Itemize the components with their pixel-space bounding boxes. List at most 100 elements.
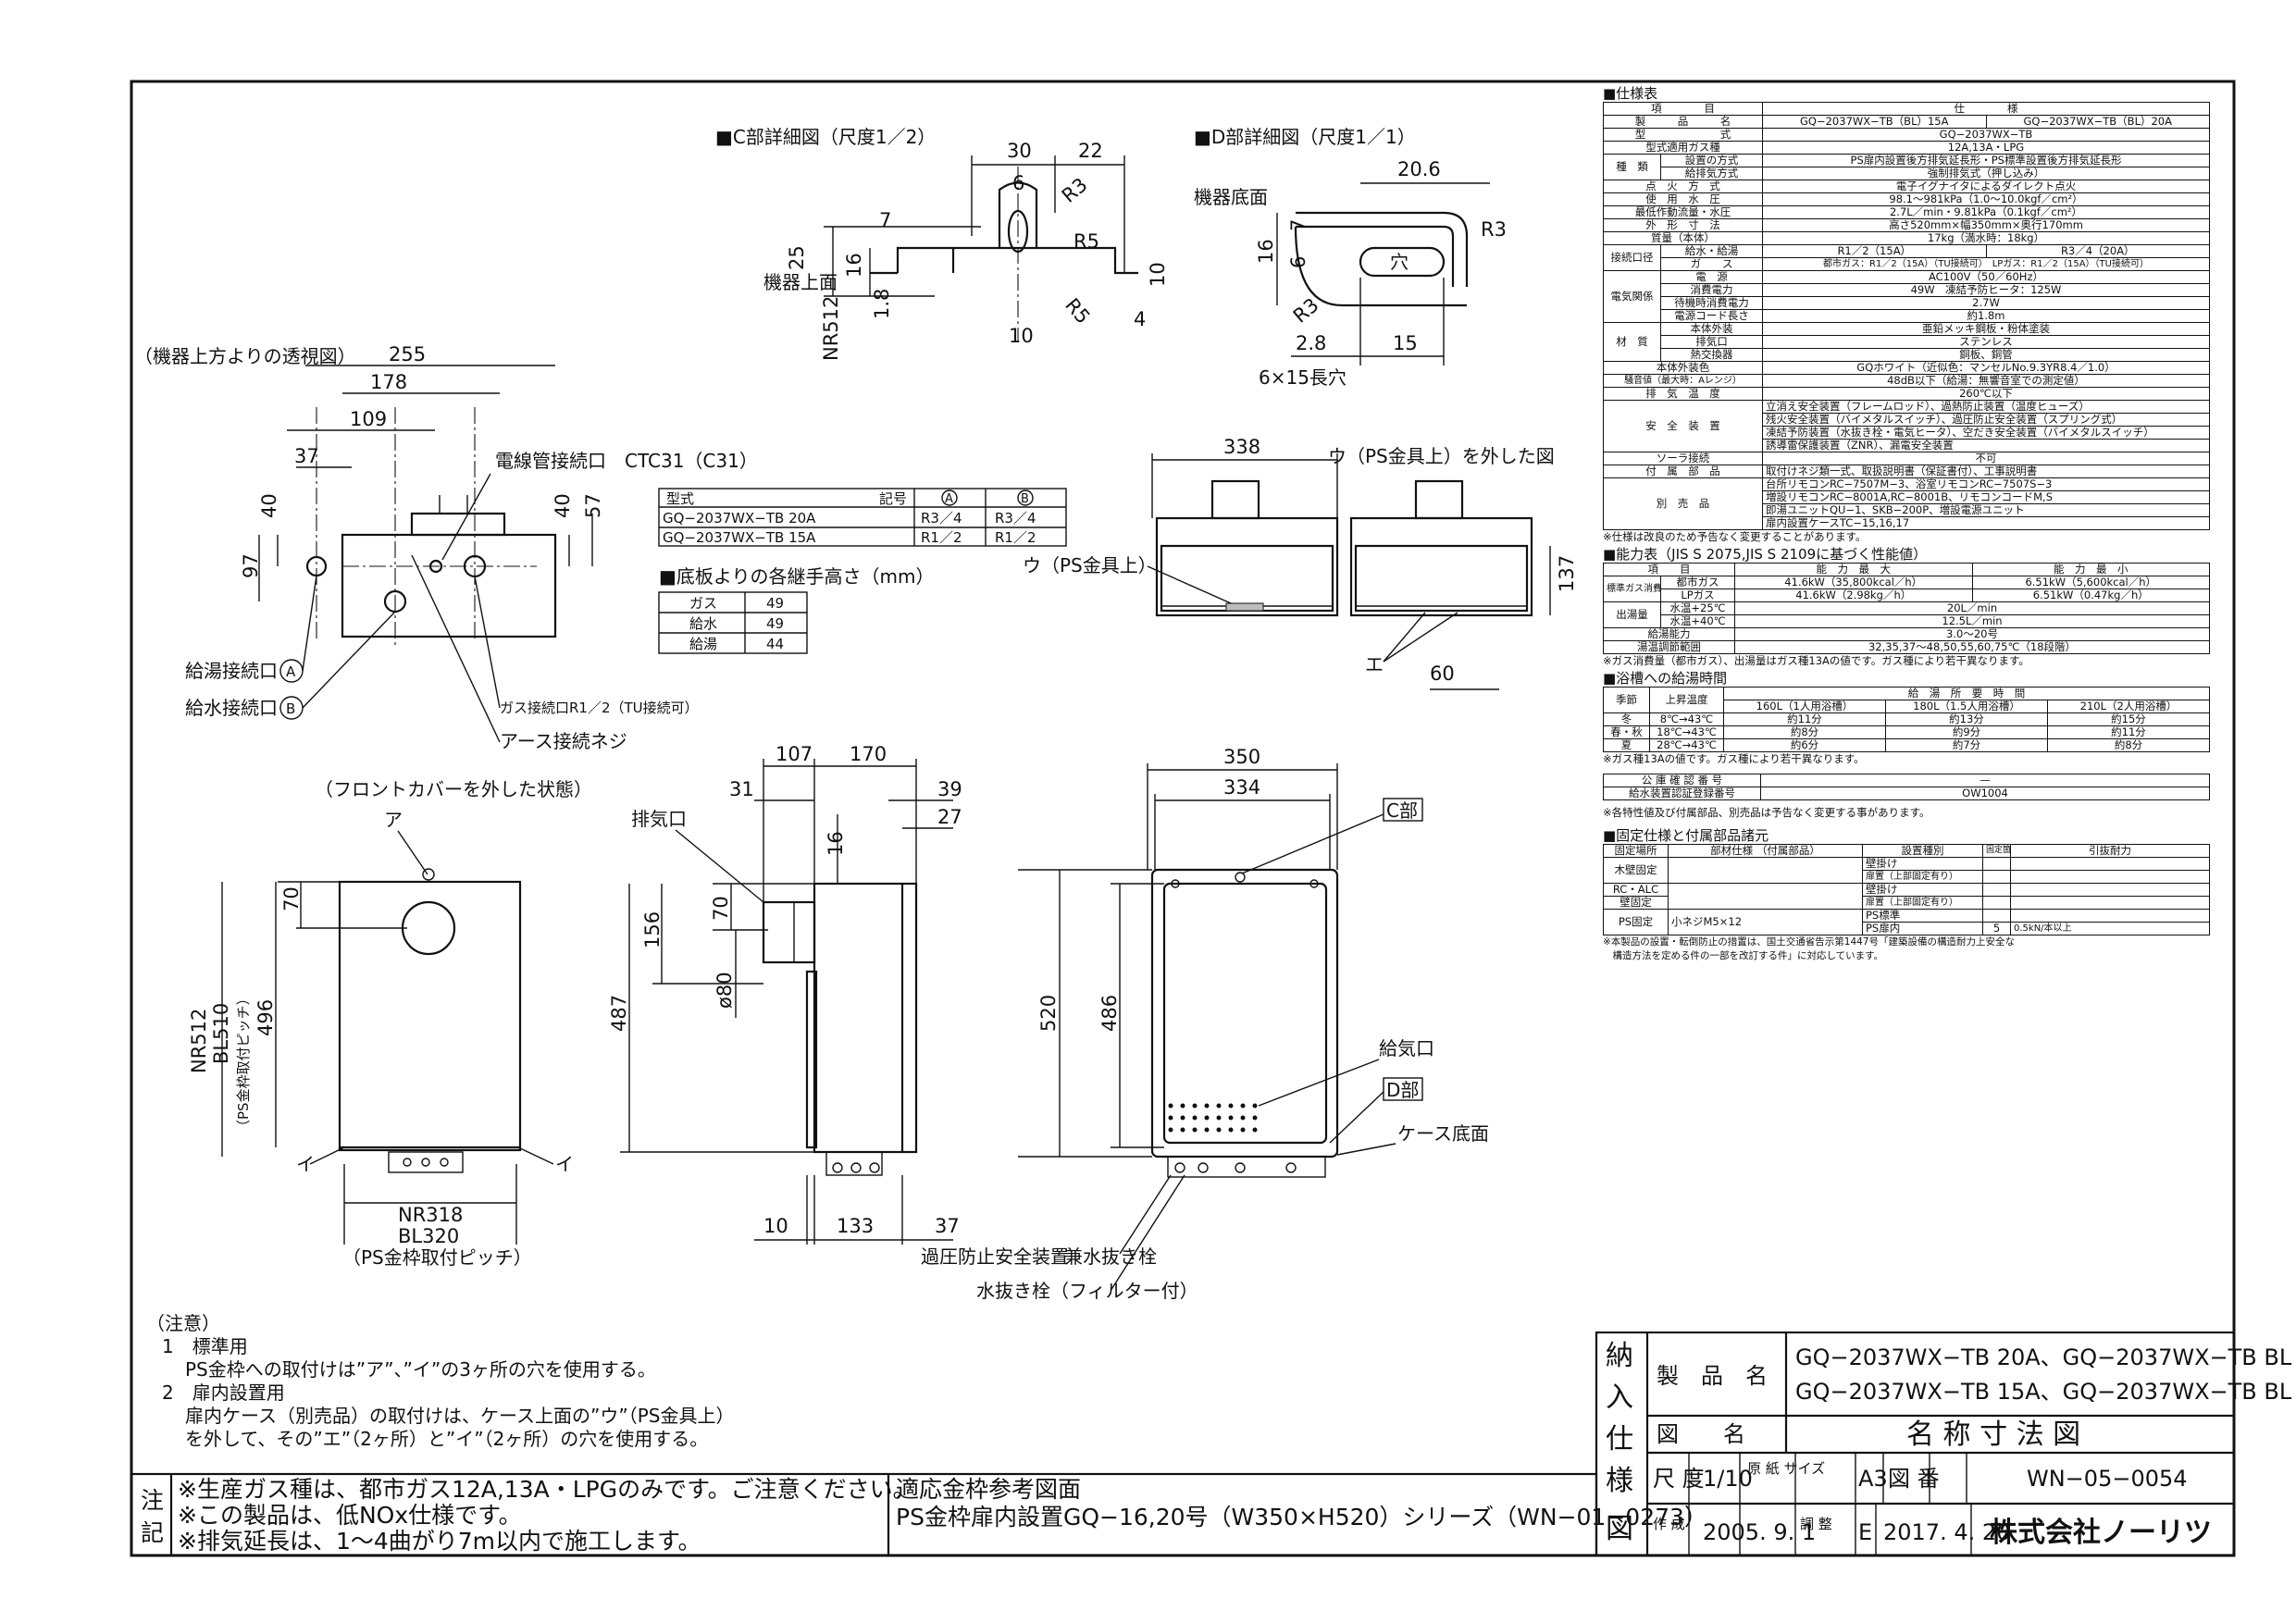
water-in-label: 給水接続口 bbox=[185, 697, 278, 719]
back-intake-label: 給気口 bbox=[1379, 1037, 1434, 1059]
spec-elec1-k: 消費電力 bbox=[1660, 283, 1763, 297]
back-dim-334: 334 bbox=[1223, 776, 1260, 799]
spec-r2-k: 設置の方式 bbox=[1660, 154, 1763, 167]
top-dim-37: 37 bbox=[294, 445, 319, 467]
side-dim-31: 31 bbox=[729, 778, 754, 800]
front-view-title: （フロントカバーを外した状態） bbox=[315, 778, 592, 800]
spec-r9-v: GQホワイト（近似色：マンセルNo.9.3YR8.4／1.0） bbox=[1762, 361, 2210, 375]
tb-v1: 納 bbox=[1606, 1340, 1633, 1372]
ps-dim-338: 338 bbox=[1223, 436, 1260, 458]
tb-v3: 仕 bbox=[1606, 1423, 1633, 1456]
cap-lp-gas: LPガス bbox=[1660, 588, 1735, 602]
ref-title: 適応金枠参考図面 bbox=[896, 1476, 1081, 1503]
d-dim-2_8: 2.8 bbox=[1296, 332, 1326, 354]
approval-v0: — bbox=[1760, 774, 2210, 787]
spec-conn0-k: 給水・給湯 bbox=[1660, 244, 1763, 258]
d-dim-20_6: 20.6 bbox=[1397, 158, 1441, 180]
d-dim-r3: R3 bbox=[1481, 218, 1507, 241]
bath-r0-4: 約15分 bbox=[2047, 712, 2210, 726]
back-case-bottom: ケース底面 bbox=[1397, 1122, 1489, 1145]
cap-h-max: 能 力 最 大 bbox=[1734, 563, 1973, 576]
fix-wood-part bbox=[1668, 857, 1863, 884]
cap-out-label: 出湯量 bbox=[1603, 601, 1661, 628]
tb-drawing-label: 図 名 bbox=[1657, 1421, 1745, 1447]
intake-grille bbox=[1168, 1103, 1258, 1133]
fix-rc: RC・ALC bbox=[1603, 883, 1669, 897]
approval-k0: 公 庫 確 認 番 号 bbox=[1603, 774, 1761, 787]
side-dim-487: 487 bbox=[608, 995, 630, 1032]
front-pitch-v: （PS金枠取付ピッチ） bbox=[235, 991, 252, 1134]
h-water: 給水 bbox=[689, 615, 717, 632]
spec-r2-v: PS扉内設置後方排気延長形・PS標準設置後方排気延長形 bbox=[1762, 154, 2210, 167]
fix-wood: 木壁固定 bbox=[1603, 857, 1669, 884]
side-drain-filter: 水抜き栓（フィルター付） bbox=[976, 1280, 1198, 1302]
spec-elec2-k: 待機時消費電力 bbox=[1660, 296, 1763, 310]
spec-r10-k: 騒音値（最大時：Aレンジ） bbox=[1603, 374, 1763, 388]
fix-ps-part: 小ネジM5×12 bbox=[1668, 909, 1863, 935]
bottom-note-2: ※この製品は、低NOx仕様です。 bbox=[178, 1502, 522, 1529]
spec-conn1-k: ガ ス bbox=[1660, 257, 1763, 271]
spec-h-spec: 仕 様 bbox=[1762, 102, 2210, 116]
spec-h-item: 項 目 bbox=[1603, 102, 1763, 116]
top-view-title: （機器上方よりの透視図） bbox=[134, 345, 356, 367]
fix-h-kind: 設置種別 bbox=[1862, 844, 1983, 858]
bottom-notes: 注 記 ※生産ガス種は、都市ガス12A,13A・LPGのみです。ご注意ください。… bbox=[130, 1472, 1707, 1557]
cap-out-40-v: 12.5L／min bbox=[1734, 614, 2210, 628]
c-dim-25: 25 bbox=[786, 245, 808, 270]
tb-drawing-name: 名 称 寸 法 図 bbox=[1906, 1419, 2080, 1451]
bath-r2-1: 28℃→43℃ bbox=[1649, 738, 1724, 752]
side-dim-39: 39 bbox=[937, 778, 962, 800]
fix-r4-kind: PS標準 bbox=[1862, 909, 1983, 923]
fix-r5-n: 5 bbox=[1982, 922, 2011, 935]
cap-supply-v: 3.0〜20号 bbox=[1734, 627, 2210, 641]
tb-product-label: 製 品 名 bbox=[1657, 1363, 1768, 1389]
spec-conn-group: 接続口径 bbox=[1603, 244, 1661, 271]
fix-r3-kind: 扉置（上部固定有り） bbox=[1862, 896, 1983, 910]
fix-r2-f bbox=[2010, 883, 2210, 897]
spec-r5-v: 98.1〜981kPa（1.0〜10.0kgf／cm²） bbox=[1762, 192, 2210, 206]
fix-r1-n bbox=[1982, 870, 2011, 884]
notes-title: （注意） bbox=[146, 1312, 220, 1334]
c-dim-10b: 10 bbox=[1147, 262, 1169, 287]
c-dim-30: 30 bbox=[1007, 140, 1032, 162]
spec-model-label: 製 品 名 bbox=[1603, 115, 1763, 129]
cap-city-max: 41.6kW（35,800kcal／h） bbox=[1734, 576, 1973, 589]
spec-model-20a: GQ−2037WX−TB（BL）20A bbox=[1985, 115, 2210, 129]
tb-made: 2005. 9. 1 bbox=[1703, 1519, 1816, 1545]
bath-h-rise: 上昇温度 bbox=[1649, 687, 1724, 713]
side-dim-133: 133 bbox=[837, 1215, 874, 1237]
spec-conn0-v1: R1／2（15A） bbox=[1762, 244, 1987, 258]
bath-r0-1: 8℃→43℃ bbox=[1649, 712, 1724, 726]
hot-out-label: 給湯接続口 bbox=[185, 660, 278, 682]
spec-mat0-k: 本体外装 bbox=[1660, 322, 1763, 336]
fix-r1-kind: 扉置（上部固定有り） bbox=[1862, 870, 1983, 884]
cap-city-min: 6.51kW（5,600kcal／h） bbox=[1971, 576, 2210, 589]
spec-elec3-v: 約1.8m bbox=[1762, 309, 2210, 323]
side-exhaust-label: 排気口 bbox=[631, 808, 687, 830]
port-r1-model: GQ−2037WX−TB 20A bbox=[663, 510, 816, 527]
fix-r0-f bbox=[2010, 857, 2210, 871]
back-view: 350 334 520 486 C部 給気口 D部 bbox=[1018, 746, 1489, 1178]
c-dim-r5b: R5 bbox=[1061, 294, 1094, 328]
bath-h-160: 160L（1人用浴槽） bbox=[1723, 700, 1886, 713]
port-h-sym: 記号 bbox=[879, 490, 907, 507]
notes: （注意） 1 標準用 PS金枠への取付けは”ア”、”イ”の3ヶ所の穴を使用する。… bbox=[146, 1312, 734, 1450]
cap-out-25-v: 20L／min bbox=[1734, 601, 2210, 615]
side-view: 107 170 31 39 27 16 排気口 70 156 ø80 487 bbox=[608, 743, 1198, 1302]
port-table: 型式 記号 A B GQ−2037WX−TB 20A R3／4 R3／4 GQ−… bbox=[658, 488, 1067, 654]
tb-made-label: 作 成 bbox=[1653, 1516, 1685, 1532]
spec-acc-v: 取付けネジ類一式、取扱説明書（保証書付）、工事説明書 bbox=[1762, 465, 2210, 478]
bath-r2-3: 約7分 bbox=[1885, 738, 2048, 752]
spec-r6-v: 2.7L／min・9.81kPa（0.1kgf／cm²） bbox=[1762, 205, 2210, 219]
water-mark-b: B bbox=[286, 700, 295, 717]
height-table-title: ■底板よりの各継手高さ（mm） bbox=[659, 565, 934, 588]
bottom-note-label-1: 注 bbox=[141, 1487, 164, 1514]
bath-note: ※ガス種13Aの値です。ガス種により若干異なります。 bbox=[1603, 752, 1865, 765]
spec-safety-1: 立消え安全装置（フレームロッド）、過熱防止装置（温度ヒューズ） bbox=[1762, 400, 2210, 414]
spec-r4-k: 点 火 方 式 bbox=[1603, 180, 1763, 193]
spec-kind: 種 類 bbox=[1603, 154, 1661, 180]
spec-acc-k: 付 属 部 品 bbox=[1603, 465, 1763, 478]
bath-h-time: 給 湯 所 要 時 間 bbox=[1723, 687, 2210, 700]
spec-elec2-v: 2.7W bbox=[1762, 296, 2210, 310]
spec-r8-v: 17kg（満水時：18kg） bbox=[1762, 231, 2210, 245]
